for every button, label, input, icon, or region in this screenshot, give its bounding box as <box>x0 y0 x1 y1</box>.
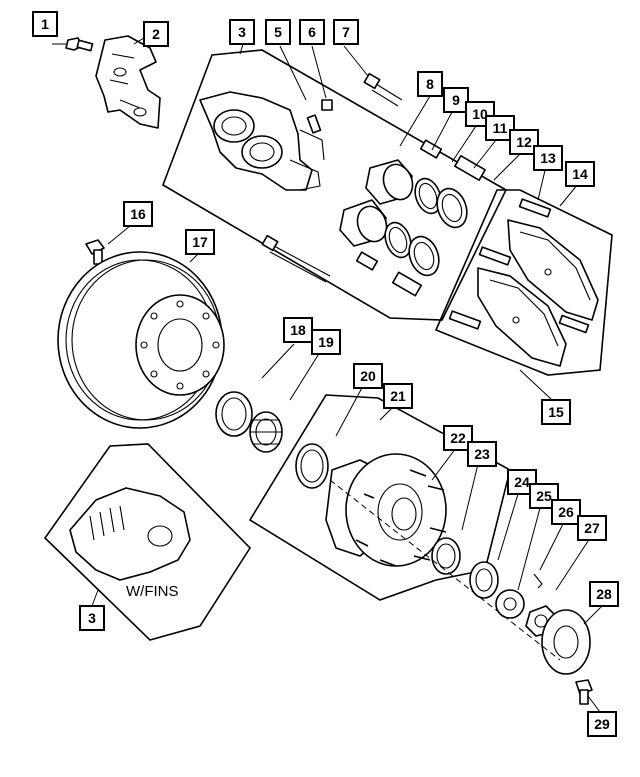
svg-text:19: 19 <box>318 334 334 350</box>
svg-text:18: 18 <box>290 322 306 338</box>
callout-17: 17 <box>185 229 215 255</box>
finned-caliper-part <box>69 487 191 581</box>
caliper-adapter-part <box>95 35 161 129</box>
svg-text:6: 6 <box>308 24 316 40</box>
callout-21: 21 <box>383 383 413 409</box>
callout-16: 16 <box>123 201 153 227</box>
svg-text:10: 10 <box>472 106 488 122</box>
hub-part <box>325 453 447 567</box>
svg-text:7: 7 <box>342 24 350 40</box>
callout-8: 8 <box>417 71 443 97</box>
svg-text:15: 15 <box>548 404 564 420</box>
svg-text:3: 3 <box>88 610 96 626</box>
callout-27: 27 <box>577 515 607 541</box>
fins-label: W/FINS <box>126 583 179 600</box>
rotor-part <box>57 251 225 429</box>
svg-text:29: 29 <box>594 716 610 732</box>
guide-pin-upper-part <box>363 72 403 107</box>
callout-6: 6 <box>299 19 325 45</box>
piston-upper-part <box>365 159 414 205</box>
svg-text:17: 17 <box>192 234 208 250</box>
svg-text:24: 24 <box>514 474 530 490</box>
outer-bearing-cup-part <box>431 537 461 575</box>
svg-text:9: 9 <box>452 92 460 108</box>
dust-boot-lower-part <box>408 235 440 277</box>
caliper-housing-part <box>199 91 325 191</box>
callout-9: 9 <box>443 87 469 113</box>
rotor-bolt-part <box>85 239 105 265</box>
svg-text:20: 20 <box>360 368 376 384</box>
callout-3-fins: 3 <box>79 605 105 631</box>
outer-bearing-part <box>469 561 499 599</box>
svg-text:21: 21 <box>390 388 406 404</box>
cotter-pin-part <box>533 573 543 589</box>
piston-lower-part <box>339 199 388 247</box>
sleeve-lower-part <box>355 251 423 297</box>
svg-text:27: 27 <box>584 520 600 536</box>
svg-text:5: 5 <box>274 24 282 40</box>
callout-1: 1 <box>32 11 58 37</box>
bearing-cup-part <box>295 443 329 489</box>
piston-seal-lower-part <box>384 221 412 259</box>
axis-centerline <box>329 479 561 661</box>
svg-text:8: 8 <box>426 76 434 92</box>
callout-14: 14 <box>565 161 595 187</box>
brake-pad-panel <box>434 189 613 376</box>
svg-text:22: 22 <box>450 430 466 446</box>
svg-text:2: 2 <box>152 26 160 42</box>
callout-28: 28 <box>589 581 619 607</box>
pad-clip-part <box>448 198 590 334</box>
callout-19: 19 <box>311 329 341 355</box>
callout-13: 13 <box>533 145 563 171</box>
bolt-part <box>65 37 94 52</box>
svg-text:28: 28 <box>596 586 612 602</box>
svg-text:16: 16 <box>130 206 146 222</box>
callout-10: 10 <box>465 101 495 127</box>
callout-18: 18 <box>283 317 313 343</box>
brake-pad-inner-part <box>507 219 599 321</box>
callout-3: 3 <box>229 19 255 45</box>
washer-part <box>495 589 525 619</box>
callout-29: 29 <box>587 711 617 737</box>
bleeder-screw-part <box>306 99 333 134</box>
callout-20: 20 <box>353 363 383 389</box>
svg-text:13: 13 <box>540 150 556 166</box>
sleeve-upper-part <box>419 139 486 181</box>
svg-text:11: 11 <box>493 120 508 136</box>
grease-seal-part <box>215 391 253 437</box>
svg-text:1: 1 <box>41 16 49 32</box>
callout-24: 24 <box>507 469 537 495</box>
wheel-studs-part <box>355 469 447 567</box>
guide-pin-lower-part <box>261 234 331 283</box>
piston-seal-upper-part <box>414 177 442 215</box>
callout-7: 7 <box>333 19 359 45</box>
svg-text:12: 12 <box>516 134 532 150</box>
hub-cap-part <box>541 609 591 675</box>
brake-pad-outer-part <box>477 267 567 367</box>
callout-23: 23 <box>467 441 497 467</box>
svg-text:25: 25 <box>536 488 552 504</box>
caliper-fins-panel <box>43 443 252 641</box>
callout-26: 26 <box>551 499 581 525</box>
dust-boot-upper-part <box>436 187 468 229</box>
svg-text:23: 23 <box>474 446 490 462</box>
svg-text:26: 26 <box>558 504 574 520</box>
hub-assembly-panel <box>248 394 511 601</box>
callout-5: 5 <box>265 19 291 45</box>
svg-text:3: 3 <box>238 24 246 40</box>
callout-15: 15 <box>541 399 571 425</box>
callout-2: 2 <box>143 21 169 47</box>
cap-bolt-part <box>575 679 593 705</box>
caliper-assembly-panel <box>162 49 508 321</box>
callout-11: 11 <box>485 115 515 141</box>
leader-lines <box>52 37 603 713</box>
svg-text:14: 14 <box>572 166 588 182</box>
inner-bearing-part <box>249 411 283 453</box>
